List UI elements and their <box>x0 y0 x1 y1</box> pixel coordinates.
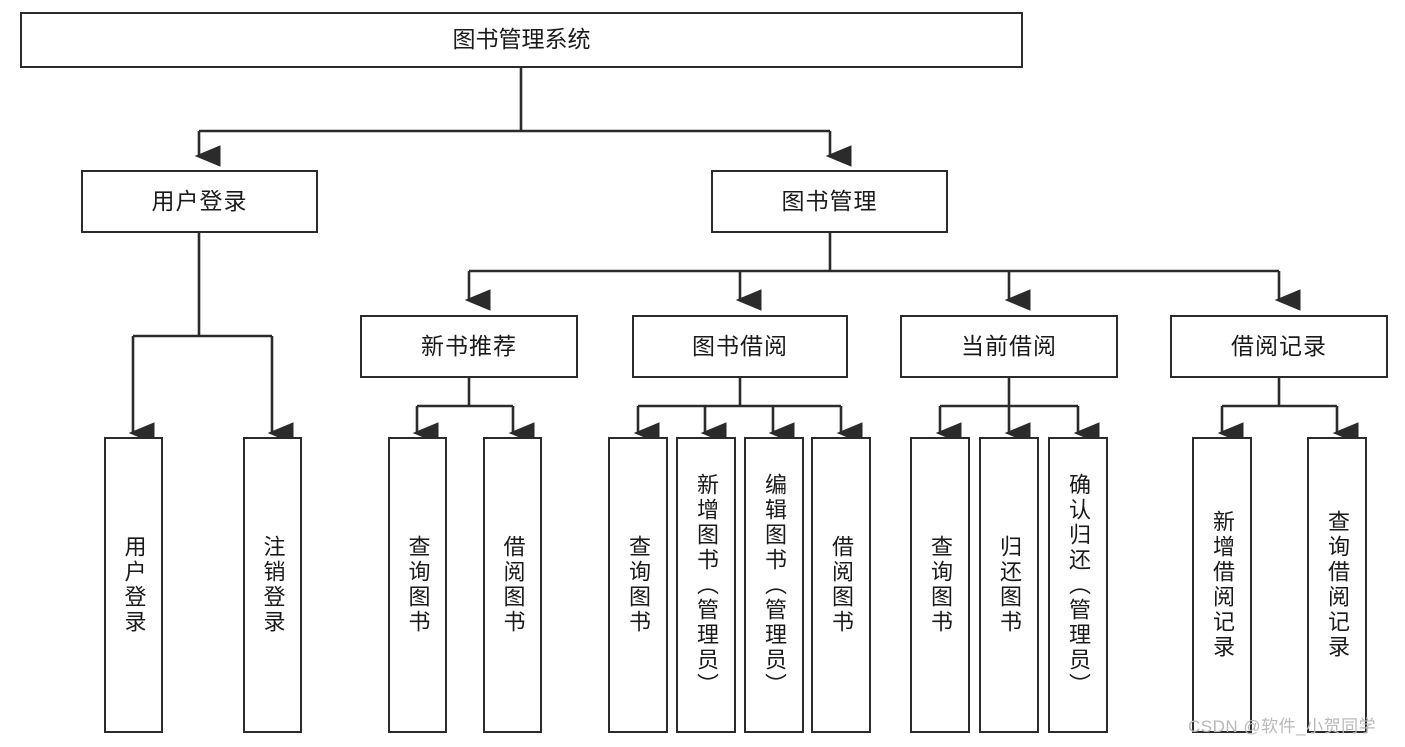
leaf-query-book-1[interactable]: 查询图书 <box>388 437 447 733</box>
node-new-book-recommend-label: 新书推荐 <box>421 332 517 359</box>
node-borrow-record-label: 借阅记录 <box>1231 332 1327 359</box>
leaf-borrow-book-2[interactable]: 借阅图书 <box>811 437 871 733</box>
leaf-confirm-return-label: 确认归还（管理员） <box>1065 472 1091 698</box>
node-book-borrow[interactable]: 图书借阅 <box>632 315 848 378</box>
node-user-login[interactable]: 用户登录 <box>81 170 318 233</box>
node-book-manage[interactable]: 图书管理 <box>711 170 948 233</box>
leaf-borrow-book-1-label: 借阅图书 <box>500 535 526 635</box>
leaf-logout-login[interactable]: 注销登录 <box>243 437 302 733</box>
leaf-edit-book[interactable]: 编辑图书（管理员） <box>744 437 804 733</box>
leaf-user-login[interactable]: 用户登录 <box>104 437 163 733</box>
leaf-edit-book-label: 编辑图书（管理员） <box>761 472 787 698</box>
node-borrow-record[interactable]: 借阅记录 <box>1170 315 1388 378</box>
leaf-add-book[interactable]: 新增图书（管理员） <box>676 437 736 733</box>
leaf-user-login-label: 用户登录 <box>121 535 147 635</box>
leaf-query-book-3[interactable]: 查询图书 <box>910 437 970 733</box>
leaf-confirm-return[interactable]: 确认归还（管理员） <box>1048 437 1108 733</box>
node-current-borrow-label: 当前借阅 <box>961 332 1057 359</box>
leaf-borrow-book-2-label: 借阅图书 <box>828 535 854 635</box>
node-book-borrow-label: 图书借阅 <box>692 332 788 359</box>
leaf-query-book-1-label: 查询图书 <box>405 535 431 635</box>
node-root-label: 图书管理系统 <box>452 26 591 53</box>
node-user-login-label: 用户登录 <box>151 187 248 214</box>
leaf-return-book-label: 归还图书 <box>996 535 1022 635</box>
watermark: CSDN @软件_小贺同学 <box>1188 717 1377 736</box>
leaf-return-book[interactable]: 归还图书 <box>979 437 1039 733</box>
leaf-logout-login-label: 注销登录 <box>260 535 286 635</box>
leaf-query-record[interactable]: 查询借阅记录 <box>1307 437 1367 733</box>
leaf-query-book-2[interactable]: 查询图书 <box>608 437 668 733</box>
leaf-query-book-2-label: 查询图书 <box>625 535 651 635</box>
leaf-add-record[interactable]: 新增借阅记录 <box>1192 437 1252 733</box>
leaf-query-book-3-label: 查询图书 <box>927 535 953 635</box>
node-new-book-recommend[interactable]: 新书推荐 <box>360 315 578 378</box>
node-root[interactable]: 图书管理系统 <box>20 12 1023 68</box>
leaf-query-record-label: 查询借阅记录 <box>1324 510 1350 660</box>
node-book-manage-label: 图书管理 <box>781 187 878 214</box>
leaf-add-record-label: 新增借阅记录 <box>1209 510 1235 660</box>
node-current-borrow[interactable]: 当前借阅 <box>900 315 1118 378</box>
leaf-add-book-label: 新增图书（管理员） <box>693 472 719 698</box>
leaf-borrow-book-1[interactable]: 借阅图书 <box>483 437 542 733</box>
